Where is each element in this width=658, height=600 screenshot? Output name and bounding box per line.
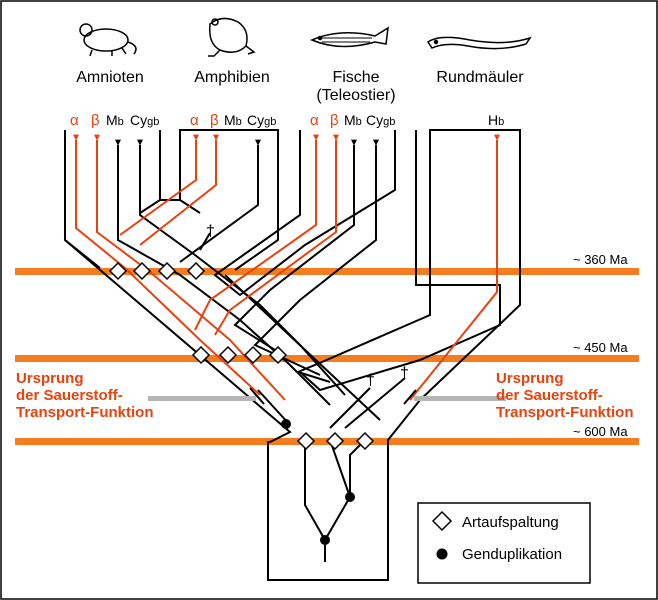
speciation-diamond [108,261,128,281]
gene-label-cygb: Cygb [130,112,159,128]
origin-marker-left [148,396,256,401]
origin-label-left-line1: Ursprung [16,370,84,387]
frog-icon [208,17,256,57]
red-oxygen-lineages [73,134,500,401]
era-label-450: ~ 450 Ma [573,340,628,355]
gene-label-alpha: α [310,112,319,129]
speciation-diamond [243,345,263,365]
group-label-fische: Fische [332,69,379,86]
gene-label-mb: Mb [106,112,124,128]
duplication-dot [320,535,330,545]
origin-label-left-line2: der Sauerstoff- [16,387,123,404]
speciation-diamond [218,345,238,365]
gene-label-hb: Hb [488,112,504,128]
speciation-diamond [355,431,375,451]
gene-label-cygb: Cygb [366,112,395,128]
extinct-dagger: † [366,372,375,389]
duplication-nodes [281,419,355,545]
gene-label-beta: β [210,112,219,129]
era-label-600: ~ 600 Ma [573,424,628,439]
zebrafish-icon [310,26,389,48]
speciation-diamond [325,431,345,451]
gene-label-alpha: α [190,112,199,129]
group-label-amnioten: Amnioten [76,69,144,86]
group-label-teleostier: (Teleostier) [316,87,395,104]
speciation-diamond [268,345,288,365]
extinct-dagger: † [206,223,215,240]
legend: Artaufspaltung Genduplikation [417,502,591,584]
legend-diamond-icon [431,510,453,532]
speciation-diamond [157,261,177,281]
legend-label-duplication: Genduplikation [462,546,562,563]
gene-label-beta: β [91,112,100,129]
duplication-dot [345,492,355,502]
era-band-450 [15,355,639,362]
origin-label-right-line3: Transport-Funktion [496,404,634,421]
gene-label-cygb: Cygb [247,112,276,128]
legend-dot-icon [436,548,448,560]
group-label-rundmaeuler: Rundmäuler [436,69,524,86]
gene-label-mb: Mb [344,112,362,128]
origin-label-right-line2: der Sauerstoff- [496,387,603,404]
speciation-diamond [191,345,211,365]
duplication-dot [281,419,291,429]
gene-label-alpha: α [70,112,79,129]
era-band-360 [15,268,639,275]
gene-label-mb: Mb [224,112,242,128]
tree-outline [64,129,521,581]
legend-label-speciation: Artaufspaltung [462,514,559,531]
black-gene-lineages [115,139,406,562]
mouse-icon [79,23,137,57]
era-label-360: ~ 360 Ma [573,252,628,267]
gene-label-beta: β [330,112,339,129]
extinct-dagger: † [400,365,409,382]
lamprey-icon [426,36,532,50]
origin-tick-right [403,389,417,405]
origin-marker-right [414,396,506,401]
origin-label-right-line1: Ursprung [496,370,564,387]
speciation-nodes [108,261,375,451]
group-label-amphibien: Amphibien [194,69,270,86]
origin-tick-left [249,387,265,405]
speciation-diamond [186,261,206,281]
origin-label-left-line3: Transport-Funktion [16,404,154,421]
speciation-diamond [132,261,152,281]
speciation-diamond [296,431,316,451]
